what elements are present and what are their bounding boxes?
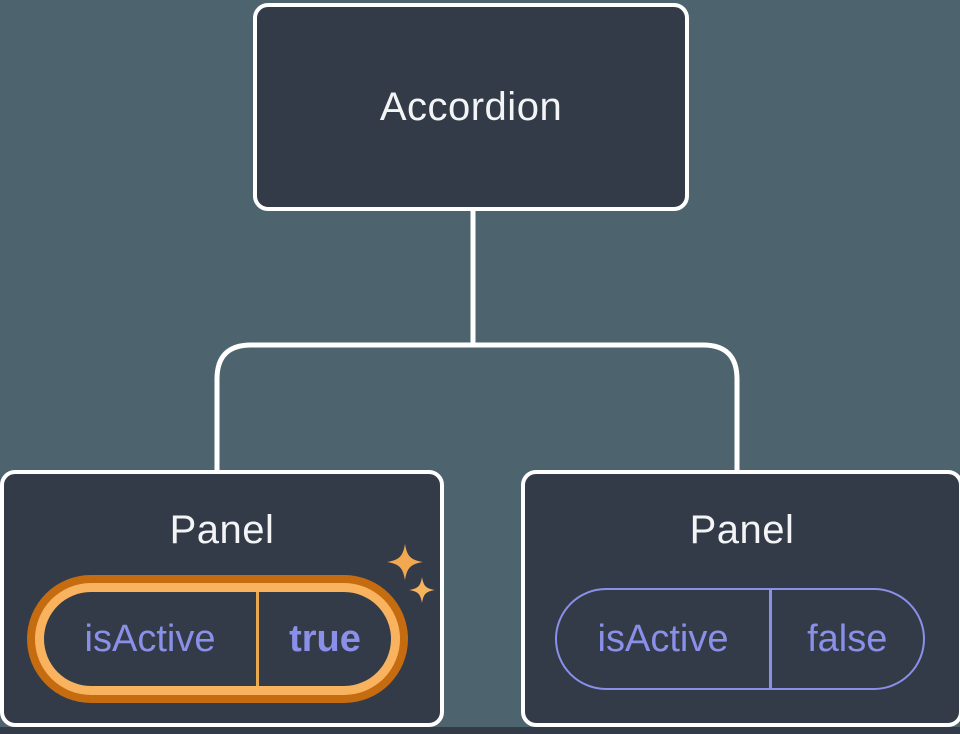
pill-divider xyxy=(256,592,259,686)
panel-node-label: Panel xyxy=(169,508,275,552)
sparkle-large-icon xyxy=(387,544,423,580)
panel-node-label: Panel xyxy=(689,508,795,552)
sparkles-icon xyxy=(387,544,435,603)
prop-value-label: false xyxy=(807,617,888,660)
state-pill-inactive: isActive false xyxy=(555,588,925,690)
bottom-edge-element xyxy=(0,727,960,734)
pill-divider xyxy=(769,590,772,688)
panel-node-active: Panel isActive true xyxy=(0,470,444,727)
prop-value-label: true xyxy=(289,617,361,660)
connector-branch xyxy=(214,342,740,474)
accordion-node-label: Accordion xyxy=(379,84,563,129)
panel-node-inactive: Panel isActive false xyxy=(521,470,960,727)
state-pill-body: isActive true xyxy=(44,592,391,686)
state-pill-highlight-ring: isActive true xyxy=(35,583,400,695)
sparkle-small-icon xyxy=(409,577,435,603)
prop-name-label: isActive xyxy=(84,617,216,660)
accordion-node: Accordion xyxy=(253,3,689,211)
prop-name-label: isActive xyxy=(597,617,729,660)
state-pill-active: isActive true xyxy=(27,575,408,703)
